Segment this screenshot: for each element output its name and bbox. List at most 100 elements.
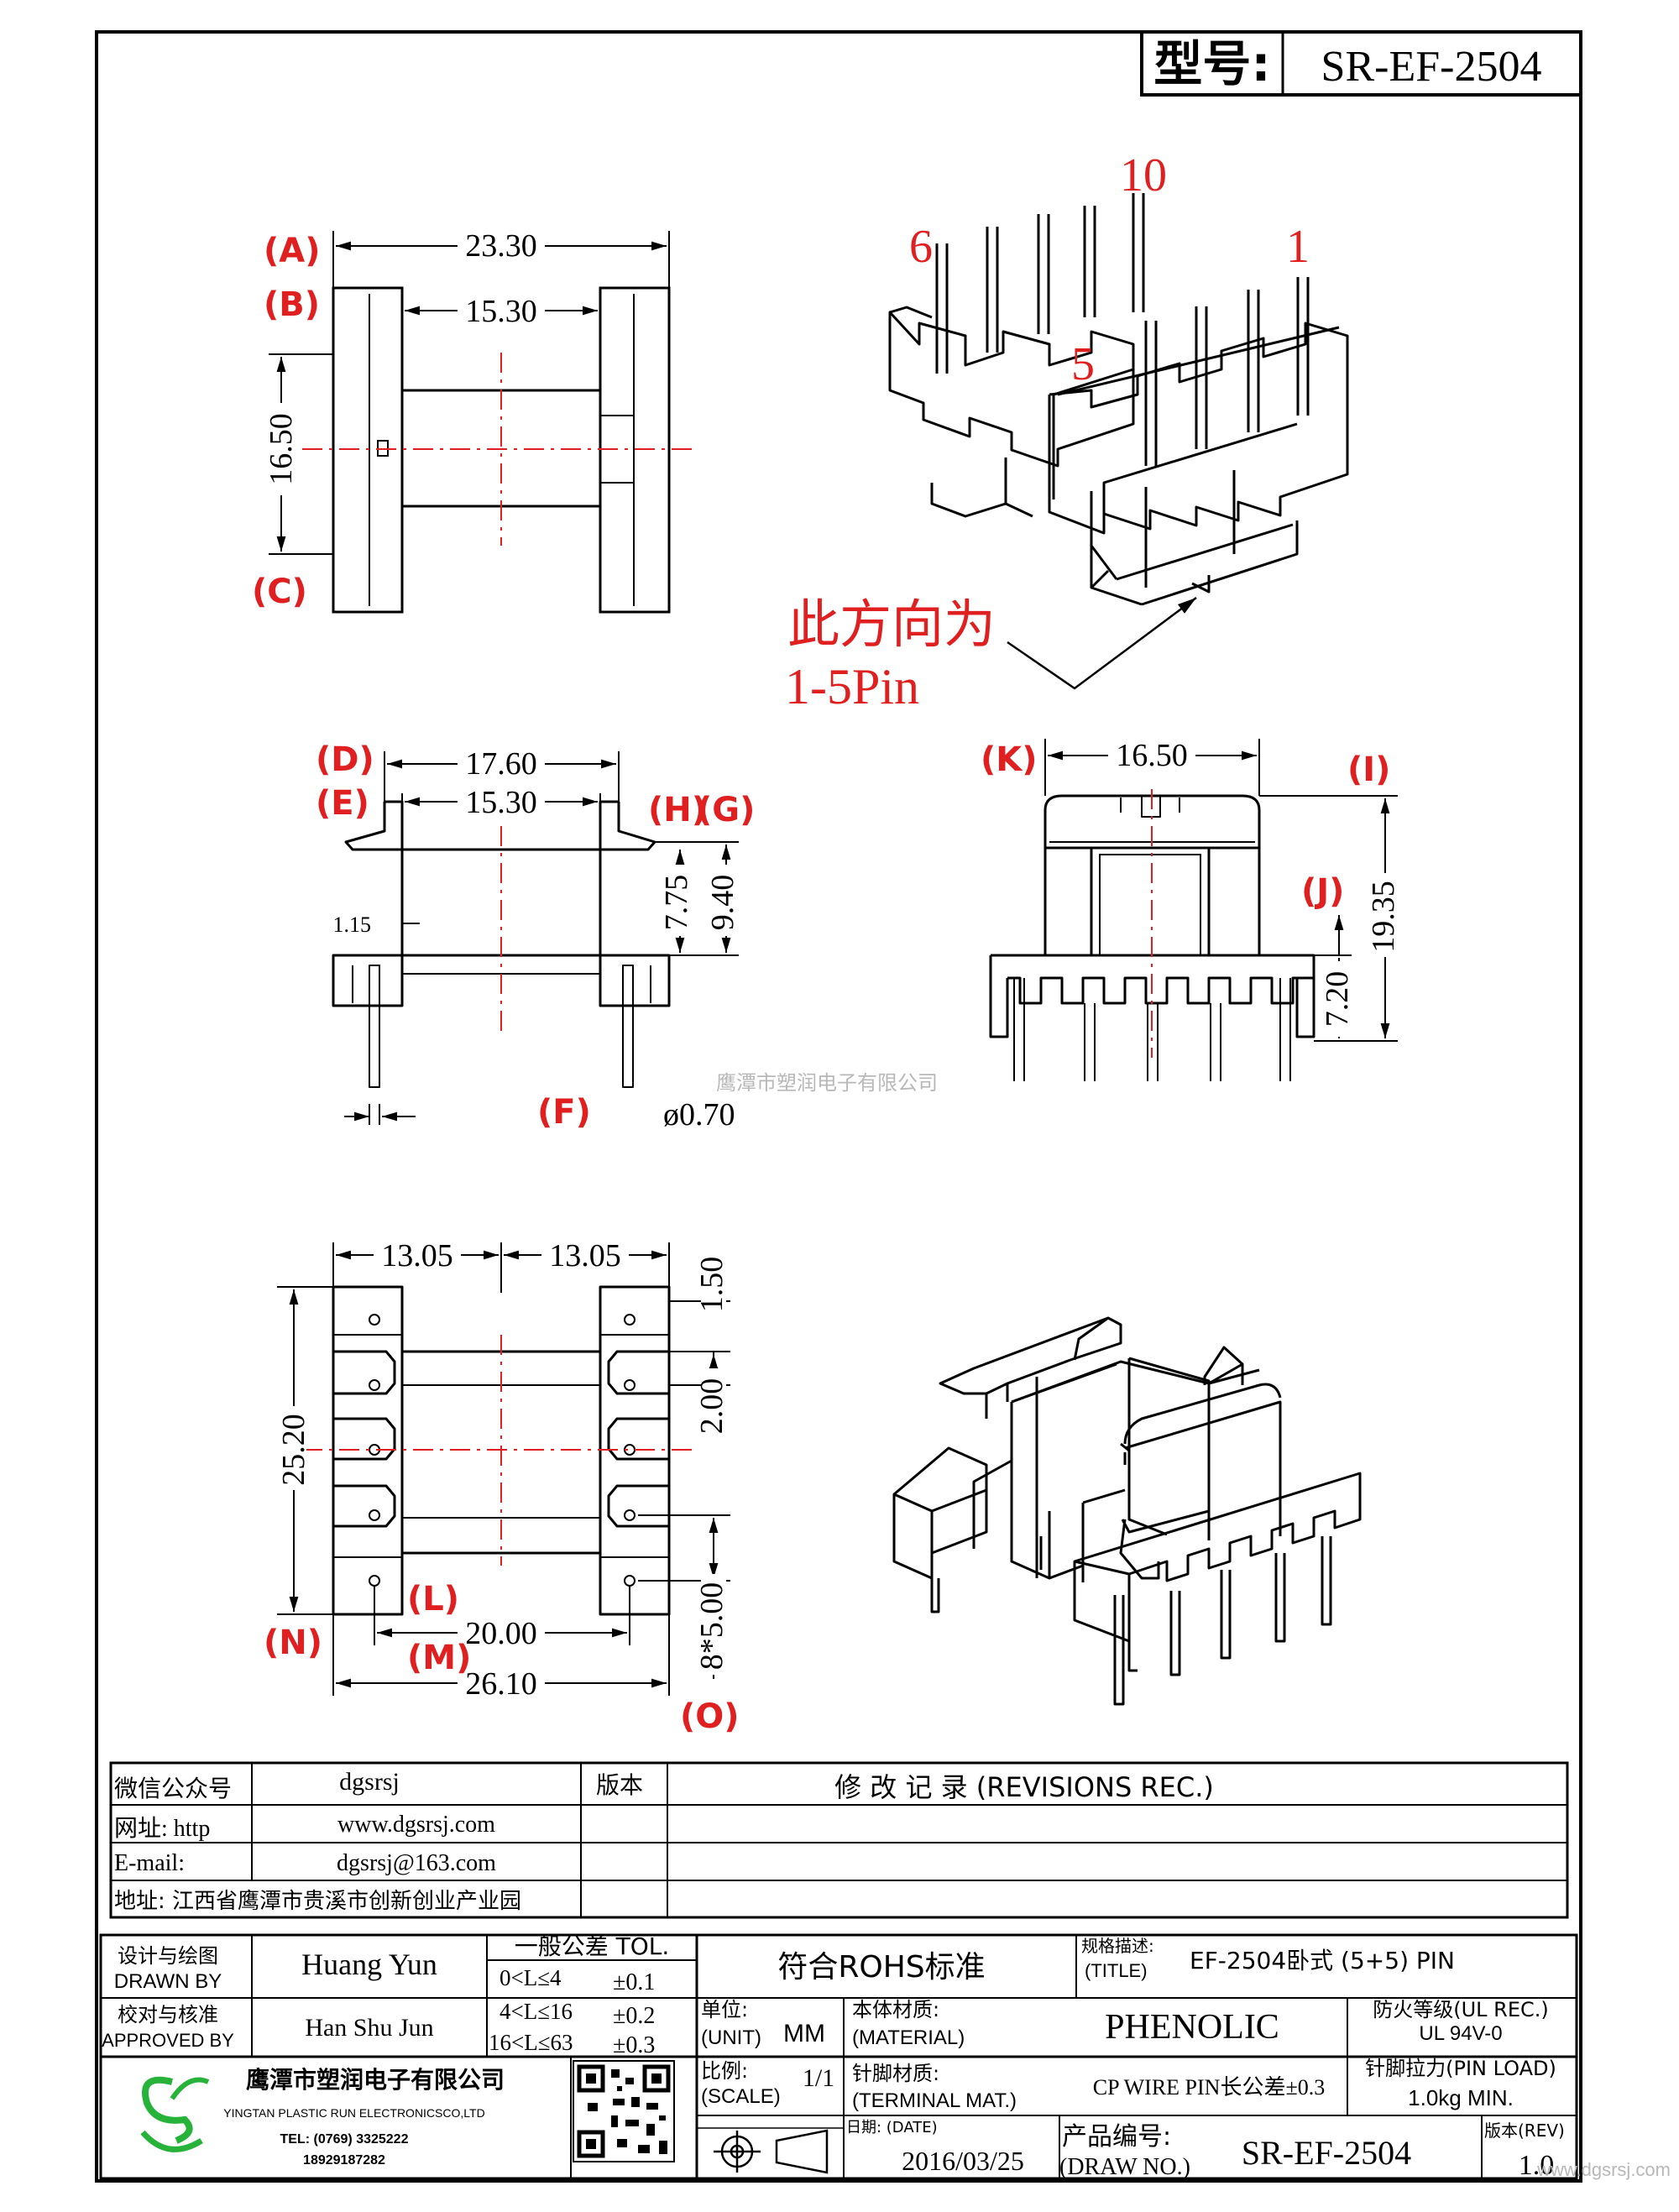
title-label-en: (TITLE) <box>1085 1960 1148 1981</box>
top-view-centerlines <box>302 353 697 546</box>
dim-19-35: 19.35 <box>1366 881 1401 953</box>
terminal-label-cn: 针脚材质: <box>852 2062 939 2085</box>
drawno-label-en: (DRAW NO.) <box>1059 2154 1190 2180</box>
dim-8x5-00: 8*5.00 <box>694 1582 730 1671</box>
rev-value: 1.0 <box>1519 2150 1555 2181</box>
tol-r2-range: 4<L≤16 <box>500 1999 573 2024</box>
revisions-header: 修 改 记 录 (REVISIONS REC.) <box>834 1771 1214 1803</box>
company-logo-icon <box>140 2076 210 2152</box>
pin-label-5: 5 <box>1071 338 1095 390</box>
company-tel: TEL: (0769) 3325222 <box>280 2132 409 2147</box>
email-label: E-mail: <box>114 1850 185 1876</box>
bottom-view-pins <box>369 1314 636 1587</box>
rev-label: 版本(REV) <box>1484 2120 1565 2141</box>
rohs-label: 符合ROHS标准 <box>777 1950 985 1985</box>
pin-label-6: 6 <box>909 221 933 273</box>
material-label-en: (MATERIAL) <box>852 2026 965 2049</box>
material-label-cn: 本体材质: <box>852 1998 939 2021</box>
fire-value: UL 94V-0 <box>1419 2022 1502 2045</box>
design-name: Huang Yun <box>301 1948 437 1981</box>
info-table <box>109 1761 1569 1919</box>
title-block <box>99 1933 1578 2180</box>
ref-label-g: (G) <box>697 791 755 829</box>
drawno-value: SR-EF-2504 <box>1242 2134 1411 2172</box>
date-label: 日期: (DATE) <box>846 2119 938 2136</box>
direction-callout <box>1007 596 1197 690</box>
scale-label-cn: 比例: <box>701 2059 748 2083</box>
ref-label-o: (O) <box>680 1697 740 1736</box>
address: 地址: 江西省鹰潭市贵溪市创新创业产业园 <box>114 1889 521 1914</box>
company-name-en: YINGTAN PLASTIC RUN ELECTRONICSCO,LTD <box>223 2106 484 2120</box>
tol-title: 一般公差 TOL. <box>515 1932 670 1960</box>
terminal-value: CP WIRE PIN长公差±0.3 <box>1093 2075 1325 2100</box>
title-label-cn: 规格描述: <box>1081 1936 1154 1956</box>
dim-16-50-right: 16.50 <box>1116 738 1188 773</box>
model-box: 型号: SR-EF-2504 <box>1140 30 1582 97</box>
design-label-cn: 设计与绘图 <box>118 1944 218 1968</box>
ref-label-d: (D) <box>316 740 374 779</box>
check-label-cn: 校对与核准 <box>118 2003 218 2026</box>
dim-7-20: 7.20 <box>1320 971 1355 1028</box>
drawno-label-cn: 产品编号: <box>1062 2122 1171 2152</box>
bottom-view-centerlines <box>302 1335 697 1566</box>
ref-label-n: (N) <box>264 1624 322 1662</box>
version-header: 版本 <box>596 1771 643 1799</box>
model-label: 型号: <box>1153 35 1270 92</box>
pin-label-1: 1 <box>1286 221 1310 273</box>
material-value: PHENOLIC <box>1105 2008 1279 2047</box>
dim-26-10: 26.10 <box>465 1666 537 1702</box>
unit-value: MM <box>783 2020 825 2047</box>
projection-symbol-icon <box>714 2129 829 2174</box>
dim-9-40: 9.40 <box>705 875 740 931</box>
pinload-label: 针脚拉力(PIN LOAD) <box>1365 2057 1556 2080</box>
ref-label-m: (M) <box>407 1639 471 1677</box>
unit-label-en: (UNIT) <box>701 2026 761 2049</box>
pinload-value: 1.0kg MIN. <box>1408 2085 1514 2110</box>
web-value[interactable]: www.dgsrsj.com <box>337 1812 495 1838</box>
qr-code-icon <box>573 2060 675 2162</box>
dim-phi-0-70: ø0.70 <box>663 1097 735 1132</box>
ref-label-i: (I) <box>1347 750 1390 789</box>
scale-value: 1/1 <box>803 2064 834 2092</box>
dim-17-60: 17.60 <box>465 746 537 782</box>
email-value[interactable]: dgsrsj@163.com <box>337 1850 496 1876</box>
ref-labels: (A) (B) (C) (D) (E) (H) (G) (F) (K) (I) … <box>252 232 1390 1736</box>
ref-label-k: (K) <box>981 740 1038 779</box>
tol-r1-range: 0<L≤4 <box>500 1965 562 1990</box>
date-value: 2016/03/25 <box>902 2146 1024 2176</box>
dim-1-50: 1.50 <box>694 1257 730 1313</box>
ref-label-a: (A) <box>264 232 321 270</box>
tol-r3-val: ±0.3 <box>613 2032 655 2058</box>
ref-label-h: (H) <box>648 791 707 829</box>
title-value: EF-2504卧式 (5+5) PIN <box>1190 1947 1455 1974</box>
unit-label-cn: 单位: <box>701 1998 748 2021</box>
ref-label-j: (J) <box>1301 872 1344 911</box>
dim-20-00: 20.00 <box>465 1616 537 1651</box>
dim-23-30: 23.30 <box>465 228 537 264</box>
wechat-value: dgsrsj <box>339 1768 400 1796</box>
tol-r1-val: ±0.1 <box>613 1969 655 1995</box>
tol-r3-range: 16<L≤63 <box>489 2030 573 2055</box>
sheet-border <box>95 30 1582 2183</box>
terminal-label-en: (TERMINAL MAT.) <box>852 2089 1017 2112</box>
dim-15-30-front: 15.30 <box>465 785 537 820</box>
watermark-center: 鹰潭市塑润电子有限公司 <box>716 1071 938 1095</box>
fire-label: 防火等级(UL REC.) <box>1373 1998 1549 2021</box>
company-mobile: 18929187282 <box>303 2153 385 2168</box>
company-name-cn: 鹰潭市塑润电子有限公司 <box>246 2066 505 2094</box>
check-label-en: APPROVED BY <box>102 2030 234 2051</box>
dim-15-30-top: 15.30 <box>465 294 537 329</box>
wechat-label: 微信公众号 <box>114 1775 232 1802</box>
tol-r2-val: ±0.2 <box>613 2003 655 2029</box>
callout-line2: 1-5Pin <box>785 659 919 714</box>
ref-label-e: (E) <box>316 784 369 823</box>
watermark-corner: www.dgsrsj.com <box>1536 2159 1671 2180</box>
dim-13-05-left: 13.05 <box>381 1238 453 1273</box>
dim-7-75: 7.75 <box>659 875 694 931</box>
ref-label-f: (F) <box>537 1093 591 1132</box>
dim-16-50-side: 16.50 <box>264 413 299 485</box>
scale-label-en: (SCALE) <box>701 2085 781 2108</box>
web-label: 网址: http <box>114 1815 210 1842</box>
pin-label-10: 10 <box>1120 149 1167 201</box>
